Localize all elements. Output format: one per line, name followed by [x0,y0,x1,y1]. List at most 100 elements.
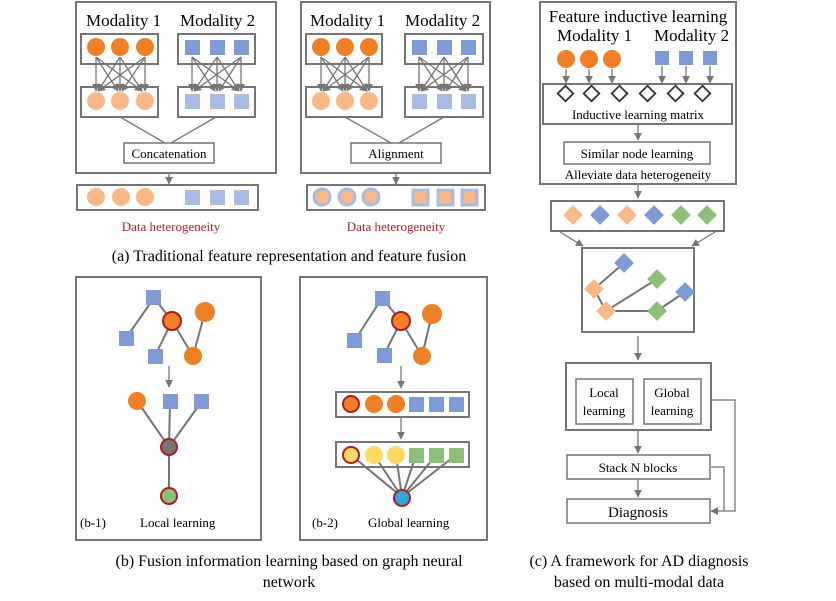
sequence-diamond [697,205,717,225]
similarity-node [647,301,667,321]
modality-2-label: Modality 2 [654,26,729,45]
sequence-node [365,395,383,413]
heterogeneity-note: Data heterogeneity [347,219,446,234]
output-node-light-orange [312,92,330,110]
panel-a-right: Modality 1 Modality 2 Alignment [300,1,491,234]
aligned-node [411,188,430,207]
neighbor-node [163,394,178,409]
modality-2-output-box [177,86,256,118]
input-node-orange [360,38,378,56]
similarity-node [675,282,695,302]
fused-node [136,188,154,206]
global-learning-line2: learning [651,403,694,418]
attention-node [429,448,444,463]
fused-node [185,190,200,205]
similarity-graph-box [581,247,695,333]
sequence-box [335,391,470,418]
aligned-node [361,187,381,207]
alleviate-label: Alleviate data heterogeneity [565,167,712,182]
aligned-node [436,188,455,207]
graph-node-blue [148,349,163,364]
sequence-diamond [671,205,691,225]
graph-node-blue [375,291,390,306]
b1-label: (b-1) [80,515,106,530]
panel-c: Feature inductive learning Modality 1 Mo… [539,1,737,524]
b2-label: (b-2) [312,515,338,530]
output-node-light-blue [210,94,225,109]
output-node-light-orange [136,92,154,110]
b1-title: Local learning [140,515,216,530]
alignment-label: Alignment [368,146,424,161]
global-learning-box [643,378,702,425]
modality-2-node [703,51,717,65]
modality-1-node [603,50,621,68]
panel-a-left: Modality 1 Modality 2 Concatenation [75,1,277,234]
sequence-node [409,397,424,412]
input-node-orange [136,38,154,56]
output-node-light-blue [412,94,427,109]
stack-blocks-label: Stack N blocks [599,460,678,475]
sequence-diamond [617,205,637,225]
output-node-light-orange [336,92,354,110]
attention-node [387,446,405,464]
attention-box [335,441,470,468]
alignment-box [350,142,442,164]
aligned-node [460,188,479,207]
merge-line [344,116,392,144]
caption-a: (a) Traditional feature representation a… [112,248,467,265]
modality-1-input-box [305,33,383,65]
graph-node-blue [347,333,362,348]
graph-node-orange [413,347,431,365]
modality-2-node [655,51,669,65]
fused-feature-box [76,184,259,211]
output-node-light-blue [461,94,476,109]
aligned-node [337,187,357,207]
skip-connection-arrow [710,399,736,515]
matrix-input-arrows [562,66,714,84]
fused-node [87,188,105,206]
modality-1-node [557,50,575,68]
modality-1-output-box [305,86,383,118]
merge-line [119,116,166,144]
caption-c-line1: (c) A framework for AD diagnosis [529,553,748,570]
full-connection-arrows [92,56,245,92]
sequence-node [342,395,360,413]
concatenation-label: Concatenation [131,146,207,161]
attention-node [342,446,360,464]
sequence-diamond [563,205,583,225]
matrix-diamonds [556,84,712,103]
graph-node-blue [377,348,392,363]
merge-line [398,116,445,144]
similarity-node [596,301,616,321]
input-node-blue [210,40,225,55]
global-learning-line1: Global [654,385,690,400]
modality-1-node [580,50,598,68]
modality-1-label: Modality 1 [86,11,161,30]
similar-node-box [563,141,711,165]
neighbor-node [128,392,146,410]
b2-title: Global learning [368,515,450,530]
panel-b2: (b-2) Global learning [299,276,488,541]
similar-node-label: Similar node learning [581,146,694,161]
input-node-blue [461,40,476,55]
aligned-node [312,187,332,207]
full-connection-arrows [317,56,472,92]
skip-connection-branch [711,466,725,511]
modality-2-label: Modality 2 [405,11,480,30]
diagnosis-label: Diagnosis [608,505,668,521]
aggregation-node [160,438,178,456]
local-learning-line2: learning [583,403,626,418]
target-node [162,311,182,331]
fused-node [210,190,225,205]
input-node-blue [412,40,427,55]
graph-node-orange [195,302,215,322]
sequence-node [449,397,464,412]
similarity-node [647,269,667,289]
attention-node [409,448,424,463]
fused-node [112,188,130,206]
attention-node [449,448,464,463]
similarity-node [614,253,634,273]
sequence-node [387,395,405,413]
output-node-light-orange [87,92,105,110]
